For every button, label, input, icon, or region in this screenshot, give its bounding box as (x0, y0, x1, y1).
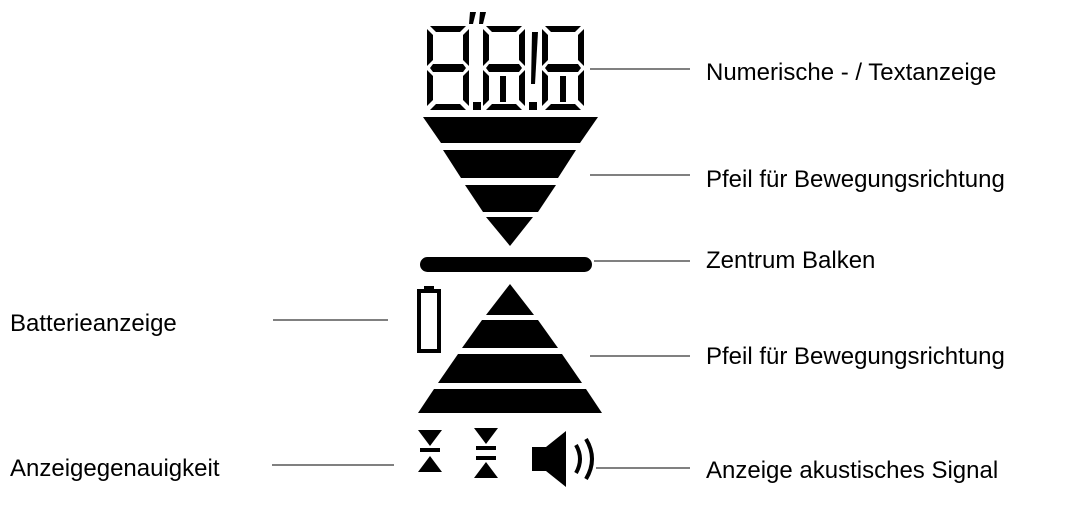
accuracy-fine-icon (418, 430, 442, 472)
leader-lines (272, 68, 690, 469)
segment-digit-2 (469, 12, 538, 110)
label-center-bar: Zentrum Balken (706, 247, 876, 274)
label-numeric-display: Numerische - / Textanzeige (706, 59, 997, 86)
label-acoustic: Anzeige akustisches Signal (706, 457, 999, 484)
down-triangle-arrow-icon (423, 117, 598, 246)
battery-icon (417, 286, 441, 353)
up-triangle-arrow-icon (418, 284, 602, 413)
accuracy-coarse-icon (474, 428, 498, 478)
segment-digit-3 (542, 26, 584, 110)
numeric-display (427, 12, 584, 110)
label-arrow-up: Pfeil für Bewegungsrichtung (706, 343, 1005, 370)
segment-digit-1 (427, 26, 481, 110)
label-arrow-down: Pfeil für Bewegungsrichtung (706, 166, 1005, 193)
speaker-icon (532, 431, 594, 487)
center-bar (420, 257, 592, 272)
label-accuracy: Anzeigegenauigkeit (10, 455, 220, 482)
label-battery: Batterieanzeige (10, 310, 177, 337)
